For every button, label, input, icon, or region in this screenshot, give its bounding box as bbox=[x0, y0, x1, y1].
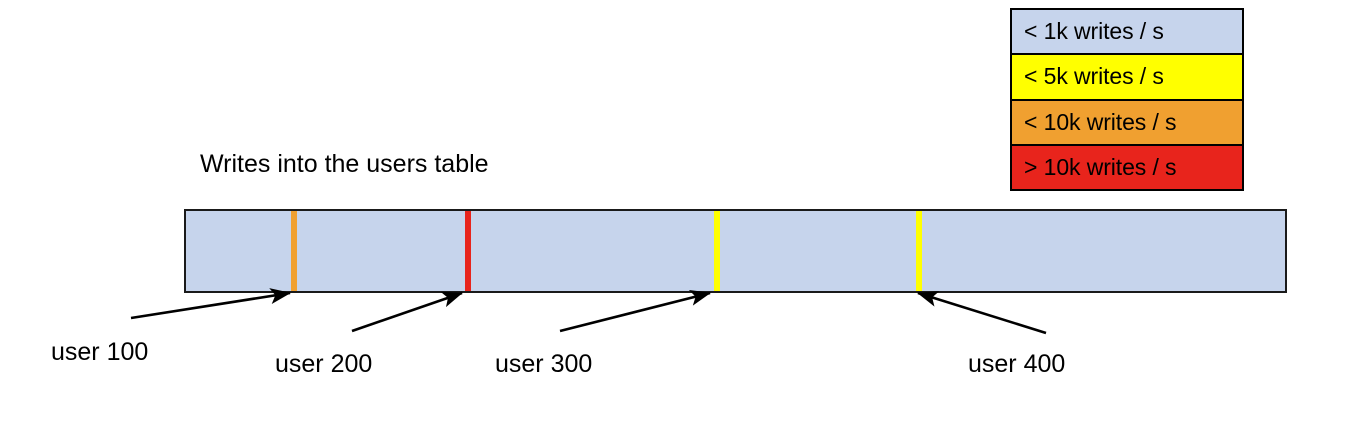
stripe-user-200 bbox=[465, 211, 471, 291]
stripe-user-300 bbox=[714, 211, 720, 291]
users-table-bar bbox=[184, 209, 1287, 293]
annotation-arrow-user-200 bbox=[351, 291, 463, 333]
stripe-user-100 bbox=[291, 211, 297, 291]
annotation-label-user-300: user 300 bbox=[495, 350, 593, 378]
legend-item-label: < 10k writes / s bbox=[1024, 108, 1177, 135]
annotation-label-user-100: user 100 bbox=[51, 338, 149, 366]
stripe-user-400 bbox=[916, 211, 922, 291]
legend-item-lt-10k: < 10k writes / s bbox=[1012, 100, 1242, 146]
legend-item-label: < 1k writes / s bbox=[1024, 18, 1164, 45]
annotation-arrow-user-400 bbox=[917, 291, 1047, 335]
legend-item-lt-1k: < 1k writes / s bbox=[1012, 10, 1242, 56]
annotation-arrow-user-100 bbox=[130, 288, 292, 320]
annotation-label-user-400: user 400 bbox=[968, 350, 1066, 378]
annotation-label-user-200: user 200 bbox=[275, 350, 373, 378]
annotation-arrow-user-300 bbox=[559, 290, 712, 333]
chart-title: Writes into the users table bbox=[200, 150, 489, 178]
legend-item-lt-5k: < 5k writes / s bbox=[1012, 55, 1242, 101]
legend: < 1k writes / s < 5k writes / s < 10k wr… bbox=[1010, 8, 1244, 191]
legend-item-label: > 10k writes / s bbox=[1024, 153, 1177, 180]
legend-item-gt-10k: > 10k writes / s bbox=[1012, 145, 1242, 189]
legend-item-label: < 5k writes / s bbox=[1024, 63, 1164, 90]
